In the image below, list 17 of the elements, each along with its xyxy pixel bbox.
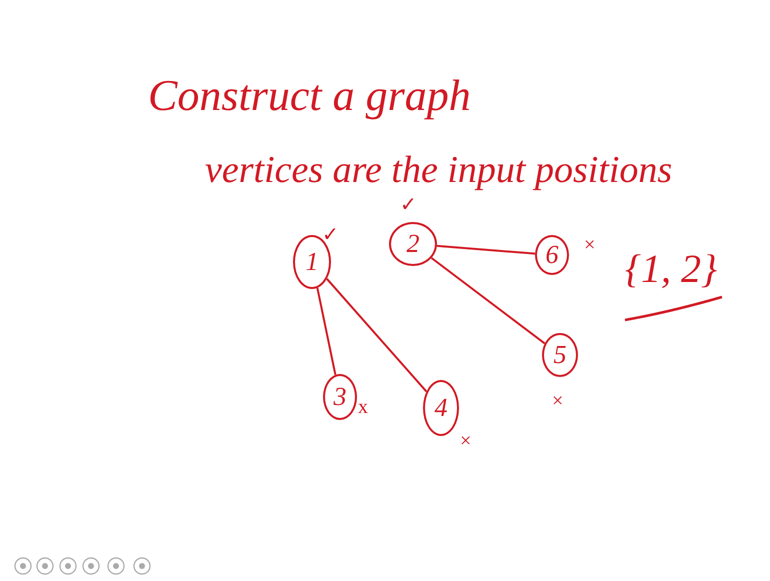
edge-line: [316, 288, 336, 376]
mark-label: ×: [584, 234, 596, 257]
title: Construct a graph: [148, 70, 471, 121]
vertex-circle: 3: [323, 374, 357, 420]
vertex-circle: 2: [389, 222, 437, 266]
vertex-circle: 6: [535, 235, 569, 275]
edge-line: [326, 278, 428, 392]
subtitle: vertices are the input positions: [205, 148, 672, 192]
mark-label: ×: [552, 390, 564, 413]
vertex-circle: 5: [542, 333, 578, 377]
mark-label: x: [358, 396, 368, 419]
mark-label: ✓: [400, 193, 417, 217]
vertex-circle: 4: [423, 380, 459, 436]
mark-label: ×: [460, 430, 472, 453]
set-label: {1, 2}: [625, 245, 717, 292]
edge-line: [430, 257, 546, 344]
edge-line: [436, 244, 536, 255]
